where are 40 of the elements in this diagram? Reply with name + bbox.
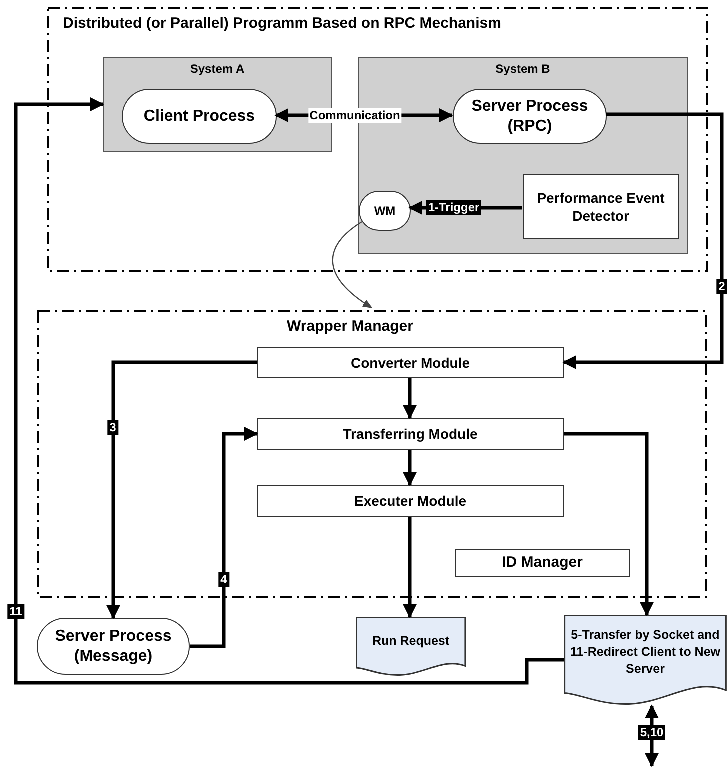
document-label: Run Request — [371, 633, 451, 650]
arrow — [14, 98, 564, 685]
node-label: Executer Module — [353, 492, 468, 510]
arrow — [106, 360, 257, 620]
node-label: WM — [373, 203, 397, 220]
arrow — [332, 222, 373, 309]
arrow — [562, 112, 724, 370]
frame-title: Wrapper Manager — [287, 317, 414, 337]
group-frame — [47, 7, 708, 272]
group-frame — [37, 310, 707, 598]
process-box — [523, 174, 679, 239]
node-label: Transferring Module — [342, 425, 479, 443]
document-label: 5-Transfer by Socket and 11-Redirect Client to New Server — [569, 627, 722, 678]
arrow — [403, 450, 417, 486]
process-box — [455, 549, 630, 577]
process-box — [257, 347, 564, 378]
edge-label: 3 — [108, 420, 118, 436]
process-box — [257, 485, 564, 517]
node-label: Client Process — [142, 106, 256, 126]
node-label: ID Manager — [501, 554, 584, 572]
edge-label: Communication — [308, 108, 402, 124]
arrow — [403, 517, 417, 618]
edge-label: 1-Trigger — [426, 200, 482, 216]
edge-label: 5,10 — [638, 726, 666, 740]
document-shape — [356, 617, 466, 677]
arrow — [564, 432, 654, 616]
document-shape — [564, 615, 727, 707]
node-label: Converter Module — [350, 354, 471, 372]
arrow — [190, 427, 258, 648]
node-label: Server Process (RPC) — [470, 96, 590, 136]
node-label: Performance Event Detector — [536, 188, 666, 224]
process-box — [257, 418, 564, 450]
panel-title: System B — [494, 61, 552, 78]
panel-title: System A — [189, 61, 246, 78]
node-label: Server Process (Message) — [54, 626, 173, 666]
edge-label: 4 — [218, 572, 230, 588]
edge-label: 2 — [716, 280, 727, 294]
arrow — [403, 378, 417, 420]
edge-label: 11 — [8, 604, 24, 620]
frame-title: Distributed (or Parallel) Programm Based on RPC Mechanism — [63, 14, 502, 34]
